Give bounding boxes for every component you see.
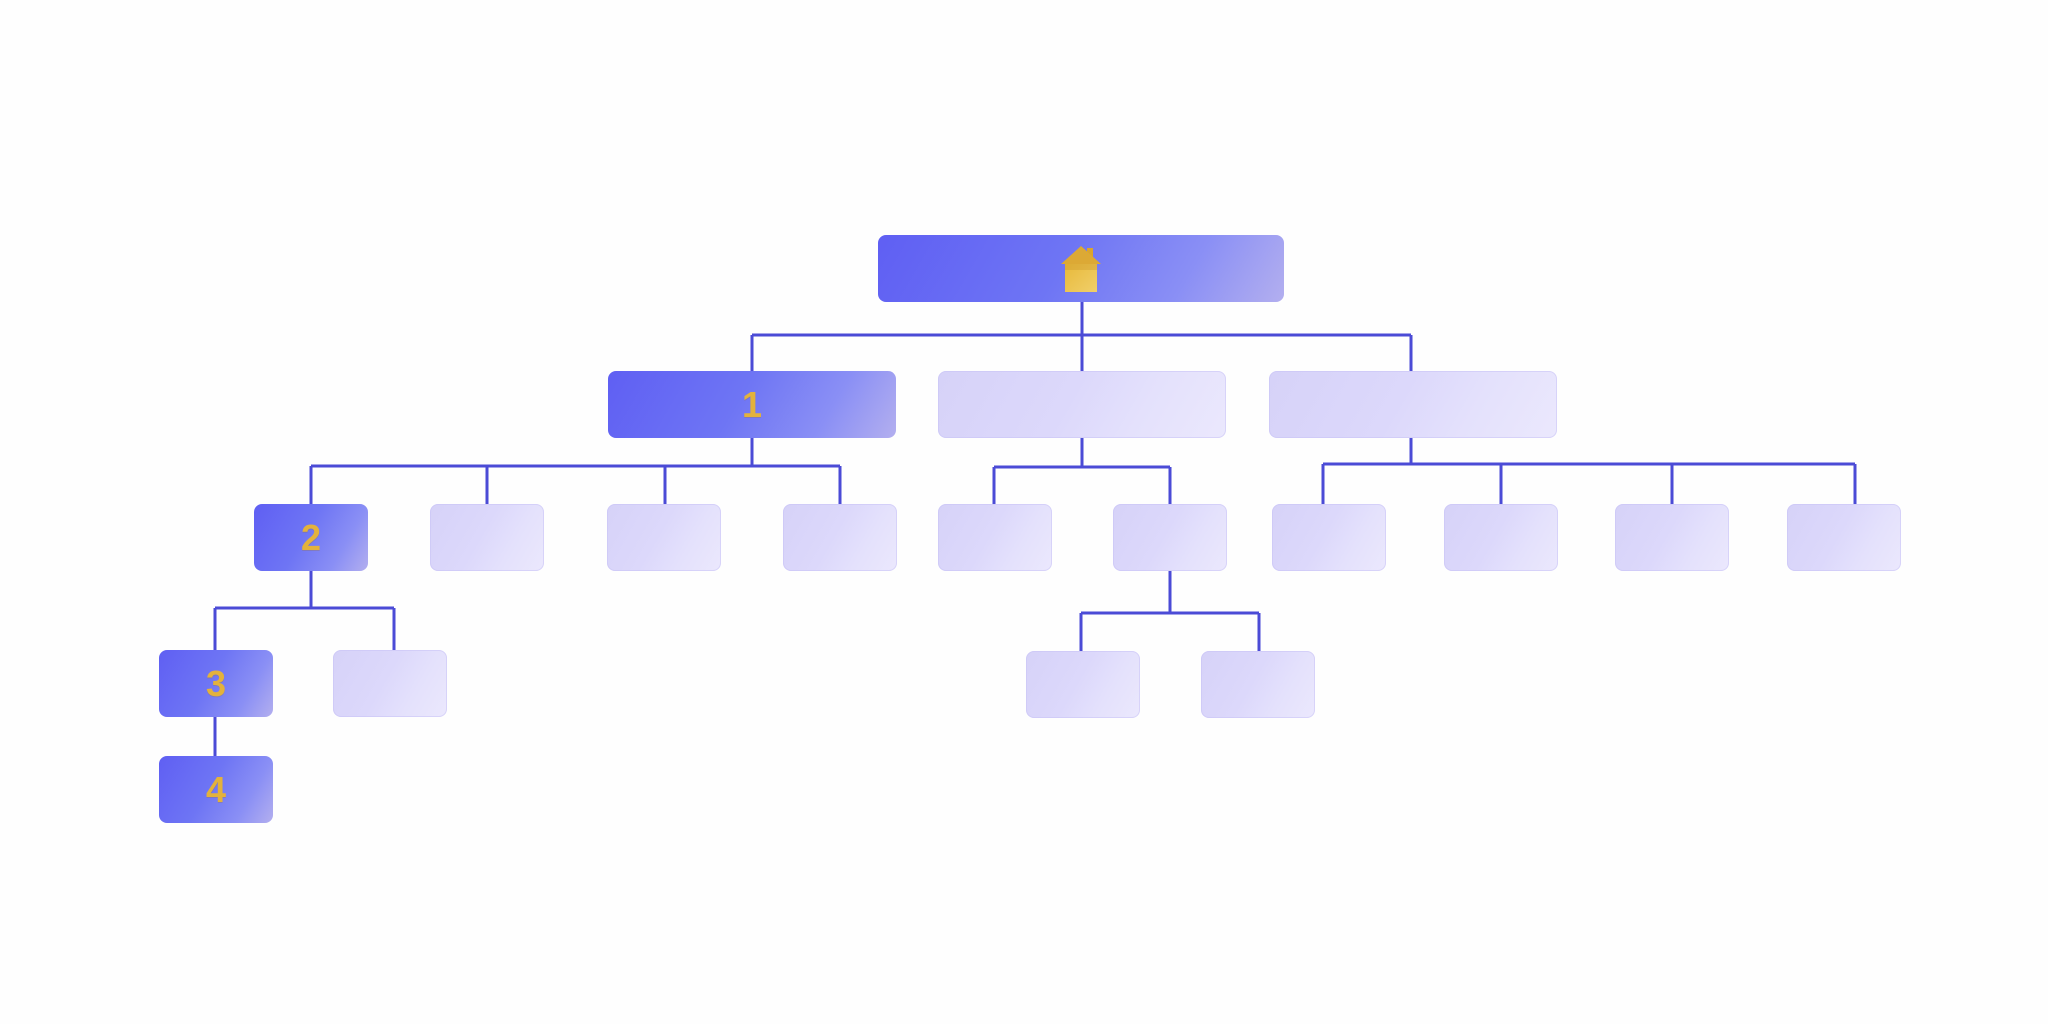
connector-node-1 — [309, 438, 842, 504]
node-level2-j[interactable] — [1787, 504, 1901, 571]
node-level4-4[interactable]: 4 — [159, 756, 273, 823]
node-label: 3 — [205, 662, 227, 704]
node-level2-e[interactable] — [938, 504, 1052, 571]
connector-node-middle-child — [1079, 571, 1261, 651]
node-level3-b[interactable] — [333, 650, 447, 717]
node-level2-f[interactable] — [1113, 504, 1227, 571]
connector-root — [750, 302, 1413, 371]
node-level2-h[interactable] — [1444, 504, 1558, 571]
node-level3-d[interactable] — [1201, 651, 1315, 718]
connector-node-right — [1321, 438, 1857, 504]
node-level1-3[interactable] — [1269, 371, 1557, 438]
node-level2-i[interactable] — [1615, 504, 1729, 571]
node-root-home[interactable] — [878, 235, 1284, 302]
node-level2-d[interactable] — [783, 504, 897, 571]
node-level2-c[interactable] — [607, 504, 721, 571]
node-label: 4 — [205, 768, 227, 810]
node-level1-1[interactable]: 1 — [608, 371, 896, 438]
home-icon — [1061, 245, 1101, 292]
node-level2-g[interactable] — [1272, 504, 1386, 571]
node-level3-c[interactable] — [1026, 651, 1140, 718]
node-label: 2 — [300, 516, 322, 558]
node-label: 1 — [741, 383, 763, 425]
node-level3-3[interactable]: 3 — [159, 650, 273, 717]
node-level1-2[interactable] — [938, 371, 1226, 438]
connector-node-middle — [992, 438, 1172, 504]
node-level2-b[interactable] — [430, 504, 544, 571]
node-level2-2[interactable]: 2 — [254, 504, 368, 571]
connector-node-2 — [213, 571, 396, 650]
